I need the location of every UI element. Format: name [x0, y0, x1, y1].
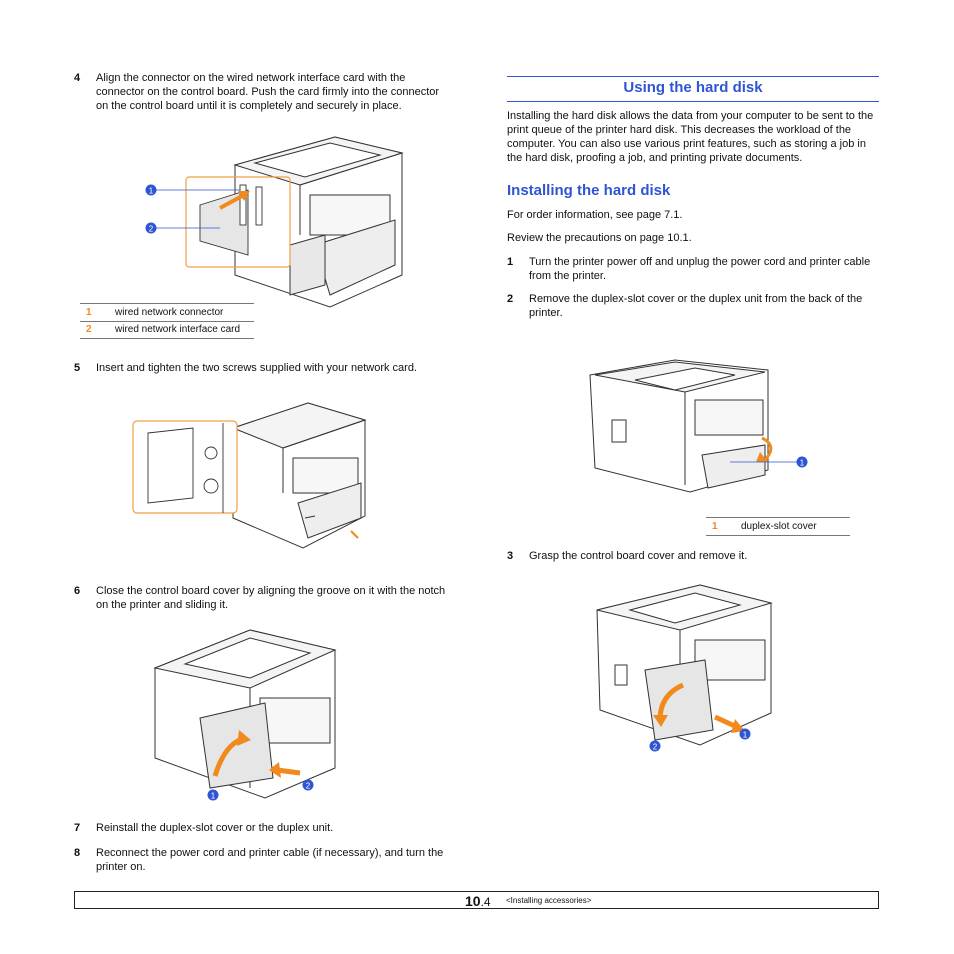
figure-close-cover: 1 2 [153, 629, 337, 801]
intro-paragraph: Installing the hard disk allows the data… [507, 110, 874, 164]
figure-tighten-screws [132, 402, 367, 549]
callout-row: 1 wired network connector [80, 304, 254, 322]
marker-1: 1 [743, 731, 748, 740]
figure-network-card-install: 1 2 [145, 136, 404, 308]
subsection-title: Installing the hard disk [507, 182, 671, 199]
marker-1: 1 [149, 187, 154, 196]
page-footer: 10.4 <Installing accessories> [74, 891, 879, 909]
figure-remove-duplex-cover: 1 [589, 359, 808, 493]
marker-2: 2 [306, 782, 311, 791]
marker-2: 2 [653, 743, 658, 752]
marker-2: 2 [149, 225, 154, 234]
figure-remove-control-cover: 1 2 [596, 584, 773, 752]
callout-row: 1 duplex-slot cover [706, 518, 850, 536]
marker-1: 1 [800, 459, 805, 468]
order-info: For order information, see page 7.1. [507, 209, 683, 221]
chapter-label: <Installing accessories> [506, 896, 592, 905]
step-text: Align the connector on the wired network… [96, 72, 440, 112]
page-number: 10.4 [465, 893, 491, 909]
callout-table-2: 1 duplex-slot cover [706, 517, 850, 536]
callout-table-1: 1 wired network connector 2 wired networ… [80, 303, 254, 339]
section-title: Using the hard disk [507, 76, 879, 102]
marker-1: 1 [211, 792, 216, 801]
step-number: 4 [74, 72, 81, 84]
callout-row: 2 wired network interface card [80, 321, 254, 339]
precautions: Review the precautions on page 10.1. [507, 232, 692, 244]
